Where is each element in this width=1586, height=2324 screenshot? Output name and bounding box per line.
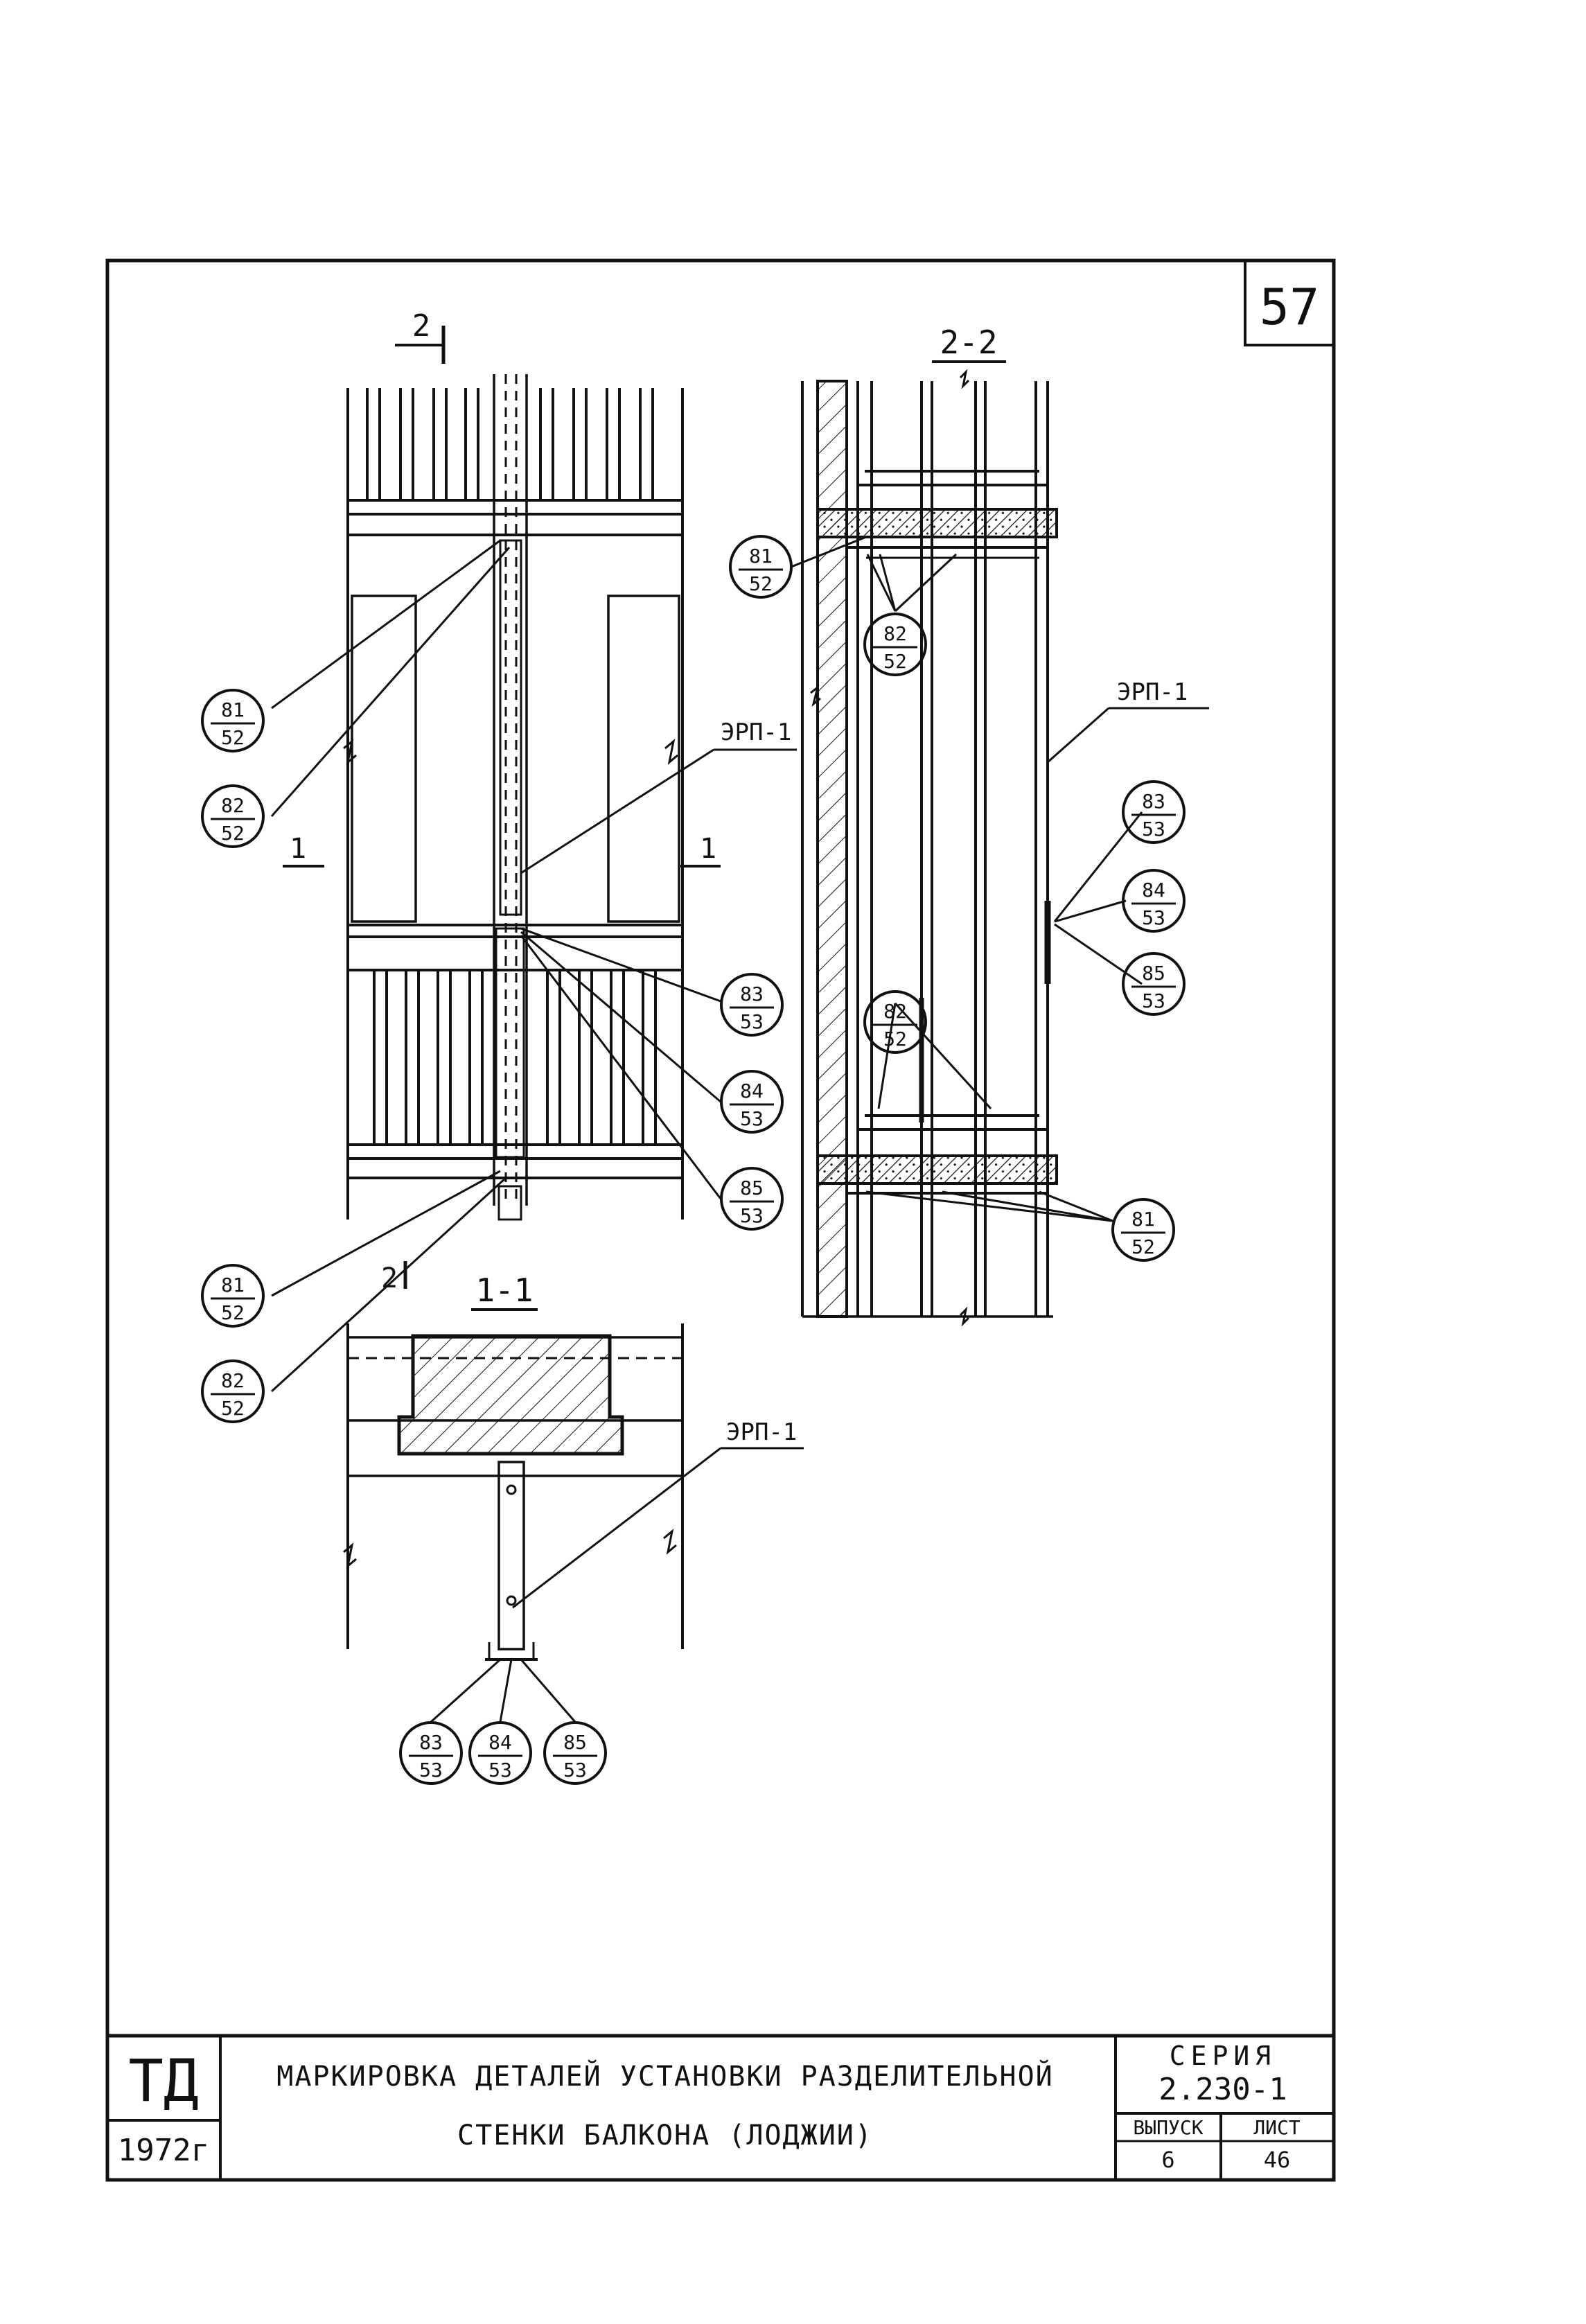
- erp1-label-2-2-text: ЭРП-1: [1117, 678, 1188, 706]
- callout-84-a: 84 53: [720, 1070, 784, 1134]
- section-mark-1-right: 1: [680, 833, 721, 868]
- callout-81-d-bottom: 52: [1131, 1235, 1155, 1258]
- section-1-1: 1-1 ЭРП-1: [343, 1271, 804, 1723]
- callout-83-a-bottom: 53: [740, 1010, 764, 1033]
- callout-84-b: 84 53: [468, 1721, 532, 1785]
- section-mark-1-right-label: 1: [700, 833, 716, 865]
- callout-83-c: 83 53: [1122, 780, 1186, 844]
- callout-84-b-top: 84: [488, 1731, 512, 1754]
- callout-82-b-bottom: 52: [221, 1397, 245, 1420]
- callout-83-a: 83 53: [720, 973, 784, 1037]
- callout-83-b: 83 53: [399, 1721, 463, 1785]
- callout-82-b: 82 52: [201, 1359, 265, 1423]
- callout-82-a: 82 52: [201, 784, 265, 848]
- section-1-1-title: 1-1: [475, 1271, 533, 1309]
- drawing-year: 1972г: [118, 2133, 209, 2168]
- erp1-label-elevation: ЭРП-1: [520, 719, 797, 874]
- callout-83-b-bottom: 53: [419, 1759, 443, 1781]
- callout-82-d: 82 52: [863, 990, 927, 1054]
- sheet-label: ЛИСТ: [1253, 2116, 1301, 2139]
- callout-83-c-top: 83: [1142, 790, 1165, 813]
- callout-81-b-top: 81: [221, 1274, 245, 1296]
- drawing-title-line-1: МАРКИРОВКА ДЕТАЛЕЙ УСТАНОВКИ РАЗДЕЛИТЕЛЬ…: [276, 2059, 1054, 2093]
- upper-slab-section: [816, 508, 1058, 538]
- callout-81-c: 81 52: [729, 535, 793, 599]
- callout-84-c-top: 84: [1142, 879, 1165, 901]
- callout-84-c: 84 53: [1122, 869, 1186, 933]
- callout-82-c-bottom: 52: [883, 650, 907, 673]
- callout-82-a-bottom: 52: [221, 822, 245, 845]
- partition-erp1-section: [485, 1461, 538, 1661]
- issue-label: ВЫПУСК: [1133, 2116, 1203, 2139]
- callout-81-d: 81 52: [1111, 1198, 1175, 1262]
- series-label: СЕРИЯ: [1170, 2041, 1276, 2071]
- section-2-2: 2-2: [791, 324, 1209, 1327]
- callout-81-a-top: 81: [221, 698, 245, 721]
- callout-83-c-bottom: 53: [1142, 818, 1165, 840]
- callout-82-c-top: 82: [883, 622, 907, 645]
- callout-85-c-top: 85: [1142, 962, 1165, 985]
- section-mark-1-left: 1: [283, 833, 324, 868]
- erp1-label-section-text: ЭРП-1: [726, 1418, 797, 1446]
- callout-81-a-bottom: 52: [221, 726, 245, 749]
- callout-81-d-top: 81: [1131, 1208, 1155, 1231]
- sheet-number: 57: [1260, 278, 1320, 336]
- callout-84-a-bottom: 53: [740, 1107, 764, 1130]
- erp1-label-2-2: ЭРП-1: [1047, 678, 1209, 764]
- callout-84-a-top: 84: [740, 1080, 764, 1102]
- section-2-2-title: 2-2: [940, 324, 997, 361]
- sheet-value: 46: [1264, 2147, 1291, 2173]
- floor-slab-section: [397, 1334, 624, 1456]
- drawing-title-line-2: СТЕНКИ БАЛКОНА (ЛОДЖИИ): [457, 2120, 873, 2151]
- callout-82-c: 82 52: [863, 613, 927, 676]
- callout-85-a-top: 85: [740, 1177, 764, 1199]
- callout-85-a-bottom: 53: [740, 1204, 764, 1227]
- erp1-label-elevation-text: ЭРП-1: [721, 719, 791, 746]
- callout-83-b-top: 83: [419, 1731, 443, 1754]
- issue-value: 6: [1161, 2147, 1174, 2173]
- callout-85-a: 85 53: [720, 1167, 784, 1231]
- callout-83-a-top: 83: [740, 983, 764, 1005]
- title-block: ТД 1972г МАРКИРОВКА ДЕТАЛЕЙ УСТАНОВКИ РА…: [107, 2034, 1334, 2180]
- callout-81-a: 81 52: [201, 689, 265, 752]
- partition-erp1-elevation: [493, 374, 528, 1221]
- callout-84-c-bottom: 53: [1142, 906, 1165, 929]
- section-mark-2-top: 2: [395, 308, 446, 364]
- callout-81-b-bottom: 52: [221, 1301, 245, 1324]
- callout-84-b-bottom: 53: [488, 1759, 512, 1781]
- callout-81-c-top: 81: [749, 545, 773, 567]
- callout-85-b-top: 85: [563, 1731, 587, 1754]
- callout-85-b: 85 53: [543, 1721, 607, 1785]
- org-code: ТД: [128, 2047, 198, 2115]
- callout-82-d-top: 82: [883, 1000, 907, 1023]
- lower-railing: [348, 970, 682, 1179]
- callout-82-b-top: 82: [221, 1369, 245, 1392]
- section-mark-2-top-label: 2: [412, 308, 431, 344]
- callout-81-c-bottom: 52: [749, 572, 773, 595]
- section-mark-1-left-label: 1: [290, 833, 306, 865]
- lower-slab-section: [816, 1154, 1058, 1185]
- erp1-label-section: ЭРП-1: [512, 1418, 804, 1609]
- callout-82-d-bottom: 52: [883, 1028, 907, 1050]
- upper-railing: [348, 388, 682, 536]
- elevation-view: 2: [270, 308, 797, 1393]
- callout-81-b: 81 52: [201, 1264, 265, 1328]
- sheet-number-box: 57: [1244, 259, 1335, 346]
- callout-82-a-top: 82: [221, 794, 245, 817]
- series-value: 2.230-1: [1158, 2072, 1287, 2107]
- callout-85-c: 85 53: [1122, 952, 1186, 1016]
- sheet-frame: [105, 258, 1336, 2182]
- callout-85-b-bottom: 53: [563, 1759, 587, 1781]
- callout-85-c-bottom: 53: [1142, 989, 1165, 1012]
